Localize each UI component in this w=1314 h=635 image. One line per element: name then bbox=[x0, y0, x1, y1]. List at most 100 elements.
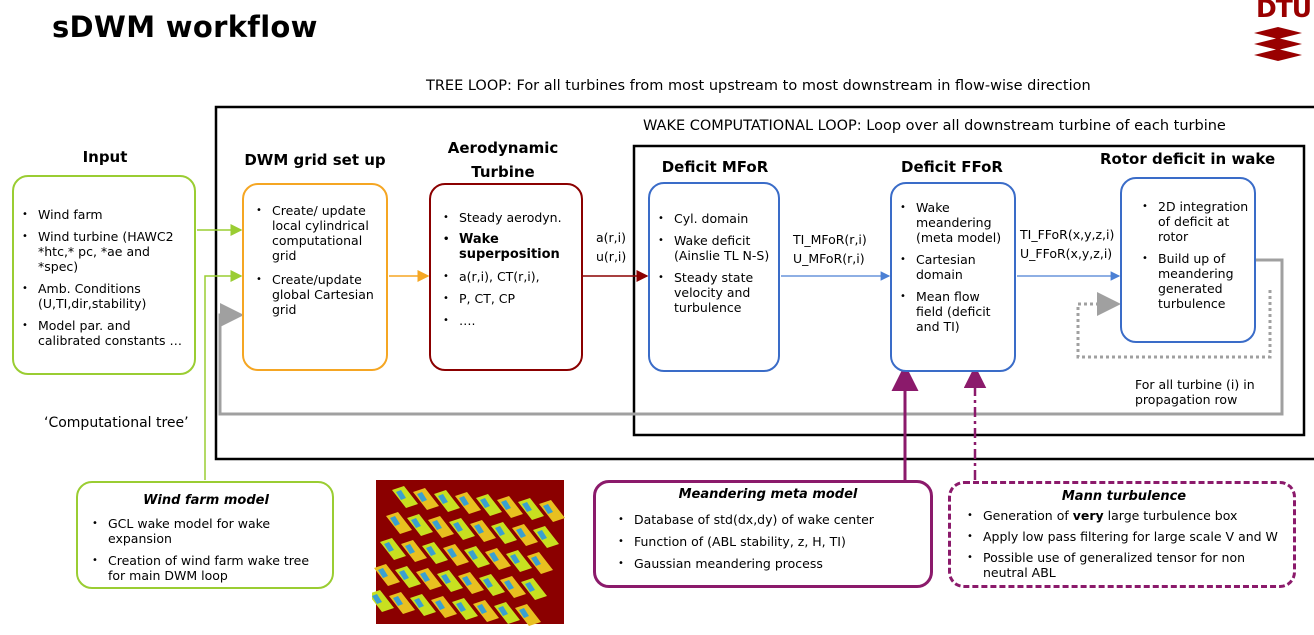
mann-turbulence-item: Generation of very large turbulence box bbox=[961, 508, 1287, 523]
tree-loop-frame bbox=[214, 105, 1314, 461]
dwm-grid-box: Create/ update local cylindrical computa… bbox=[242, 183, 388, 371]
input-item: Model par. and calibrated constants … bbox=[16, 318, 188, 348]
tree-feedback-arrow bbox=[218, 258, 1284, 416]
logo-text: DTU bbox=[1256, 0, 1312, 23]
rotor-box: 2D integration of deficit at rotor Build… bbox=[1120, 177, 1256, 343]
meandering-model-item: Function of (ABL stability, z, H, TI) bbox=[612, 534, 924, 549]
aero-item: …. bbox=[437, 313, 575, 328]
input-item: Wind turbine (HAWC2 *htc,* pc, *ae and *… bbox=[16, 229, 188, 274]
ffor-item: Mean flow field (deficit and TI) bbox=[894, 289, 1010, 334]
ffor-list: Wake meandering (meta model) Cartesian d… bbox=[894, 200, 1010, 334]
wake-core bbox=[483, 578, 493, 588]
meandering-model-item: Database of std(dx,dy) of wake center bbox=[612, 512, 924, 527]
wake-core bbox=[525, 582, 535, 592]
mann-turbulence-item: Apply low pass filtering for large scale… bbox=[961, 529, 1287, 544]
rotor-list: 2D integration of deficit at rotor Build… bbox=[1136, 199, 1250, 311]
wake-core bbox=[516, 528, 526, 538]
wake-core bbox=[396, 490, 406, 500]
wake-core bbox=[489, 552, 499, 562]
page-title: sDWM workflow bbox=[52, 10, 318, 44]
rotor-heading: Rotor deficit in wake bbox=[1100, 150, 1276, 168]
mfor-item: Wake deficit (Ainslie TL N-S) bbox=[652, 233, 774, 263]
wind-farm-model-title: Wind farm model bbox=[143, 493, 269, 508]
wake-core bbox=[519, 608, 529, 618]
ffor-box: Wake meandering (meta model) Cartesian d… bbox=[890, 182, 1016, 372]
computational-tree-label: ‘Computational tree’ bbox=[44, 415, 189, 431]
rotor-feedback-arrow bbox=[1076, 290, 1272, 359]
wake-core bbox=[522, 502, 532, 512]
wake-core bbox=[543, 504, 553, 514]
rotor-item: 2D integration of deficit at rotor bbox=[1136, 199, 1250, 244]
input-item: Amb. Conditions (U,TI,dir,stability) bbox=[16, 281, 188, 311]
wake-core bbox=[531, 556, 541, 566]
wake-core bbox=[510, 554, 520, 564]
aero-item: Wake superposition bbox=[437, 232, 575, 262]
wake-loop-label: WAKE COMPUTATIONAL LOOP: Loop over all d… bbox=[643, 118, 1226, 134]
wake-core bbox=[468, 550, 478, 560]
ffor-item: Cartesian domain bbox=[894, 252, 1010, 282]
wake-core bbox=[399, 570, 409, 580]
mann-item-text: large turbulence box bbox=[1103, 508, 1238, 523]
aero-list: Steady aerodyn. Wake superposition a(r,i… bbox=[437, 210, 575, 328]
wind-farm-model-box: Wind farm model GCL wake model for wake … bbox=[76, 481, 334, 589]
wake-core bbox=[501, 500, 511, 510]
wake-core bbox=[504, 580, 514, 590]
aero-output-labels: a(r,i) u(r,i) bbox=[596, 228, 626, 266]
wind-farm-model-list: GCL wake model for wake expansion Creati… bbox=[86, 516, 326, 583]
ffor-output-ti: TI_FFoR(x,y,z,i) bbox=[1020, 227, 1115, 242]
mann-item-text: Generation of bbox=[983, 508, 1073, 523]
aero-output-u: u(r,i) bbox=[596, 249, 627, 264]
input-item: Wind farm bbox=[16, 207, 188, 222]
wake-core bbox=[441, 574, 451, 584]
dwm-grid-heading: DWM grid set up bbox=[244, 151, 386, 169]
dwm-grid-item: Create/ update local cylindrical computa… bbox=[250, 203, 380, 263]
propagation-note: For all turbine (i) in propagation row bbox=[1135, 377, 1255, 407]
wind-farm-model-item: Creation of wind farm wake tree for main… bbox=[86, 553, 326, 583]
input-box: Wind farm Wind turbine (HAWC2 *htc,* pc,… bbox=[12, 175, 196, 375]
mfor-list: Cyl. domain Wake deficit (Ainslie TL N-S… bbox=[652, 211, 774, 315]
input-heading: Input bbox=[82, 148, 128, 166]
tree-loop-label: TREE LOOP: For all turbines from most up… bbox=[426, 78, 1091, 94]
mfor-box: Cyl. domain Wake deficit (Ainslie TL N-S… bbox=[648, 182, 780, 372]
wake-core bbox=[420, 572, 430, 582]
aero-item: a(r,i), CT(r,i), bbox=[437, 269, 575, 284]
wake-core bbox=[390, 516, 400, 526]
wake-core bbox=[435, 600, 445, 610]
meandering-model-list: Database of std(dx,dy) of wake center Fu… bbox=[612, 512, 924, 571]
mann-turbulence-box: Mann turbulence Generation of very large… bbox=[948, 481, 1296, 588]
wake-core bbox=[474, 524, 484, 534]
wake-core bbox=[417, 492, 427, 502]
wake-core bbox=[453, 522, 463, 532]
ffor-item: Wake meandering (meta model) bbox=[894, 200, 1010, 245]
aero-item: Steady aerodyn. bbox=[437, 210, 575, 225]
wake-core bbox=[405, 544, 415, 554]
meandering-model-item: Gaussian meandering process bbox=[612, 556, 924, 571]
wake-core bbox=[393, 596, 403, 606]
mann-item-bold: very bbox=[1072, 508, 1104, 523]
wake-core bbox=[495, 526, 505, 536]
aero-heading: Aerodynamic Turbine bbox=[447, 139, 559, 181]
meandering-model-box: Meandering meta model Database of std(dx… bbox=[593, 480, 933, 588]
wake-core bbox=[432, 520, 442, 530]
mfor-item: Cyl. domain bbox=[652, 211, 774, 226]
wind-farm-wake-figure bbox=[372, 478, 568, 628]
dwm-grid-list: Create/ update local cylindrical computa… bbox=[250, 203, 380, 317]
wake-core bbox=[438, 494, 448, 504]
dtu-logo: DTU bbox=[1254, 0, 1312, 62]
wake-core bbox=[456, 602, 466, 612]
wake-core bbox=[480, 498, 490, 508]
meandering-model-title: Meandering meta model bbox=[678, 487, 858, 502]
wake-loop-frame bbox=[632, 144, 1306, 437]
wake-core bbox=[426, 546, 436, 556]
wake-core bbox=[414, 598, 424, 608]
wake-core bbox=[411, 518, 421, 528]
mann-turbulence-title: Mann turbulence bbox=[1061, 489, 1187, 504]
wake-core bbox=[447, 548, 457, 558]
ffor-output-labels: TI_FFoR(x,y,z,i) U_FFoR(x,y,z,i) bbox=[1020, 225, 1114, 263]
aero-output-a: a(r,i) bbox=[596, 230, 626, 245]
rotor-item: Build up of meandering generated turbule… bbox=[1136, 251, 1250, 311]
wake-core bbox=[498, 606, 508, 616]
wind-farm-model-item: GCL wake model for wake expansion bbox=[86, 516, 326, 546]
ffor-heading: Deficit FFoR bbox=[901, 158, 1003, 176]
